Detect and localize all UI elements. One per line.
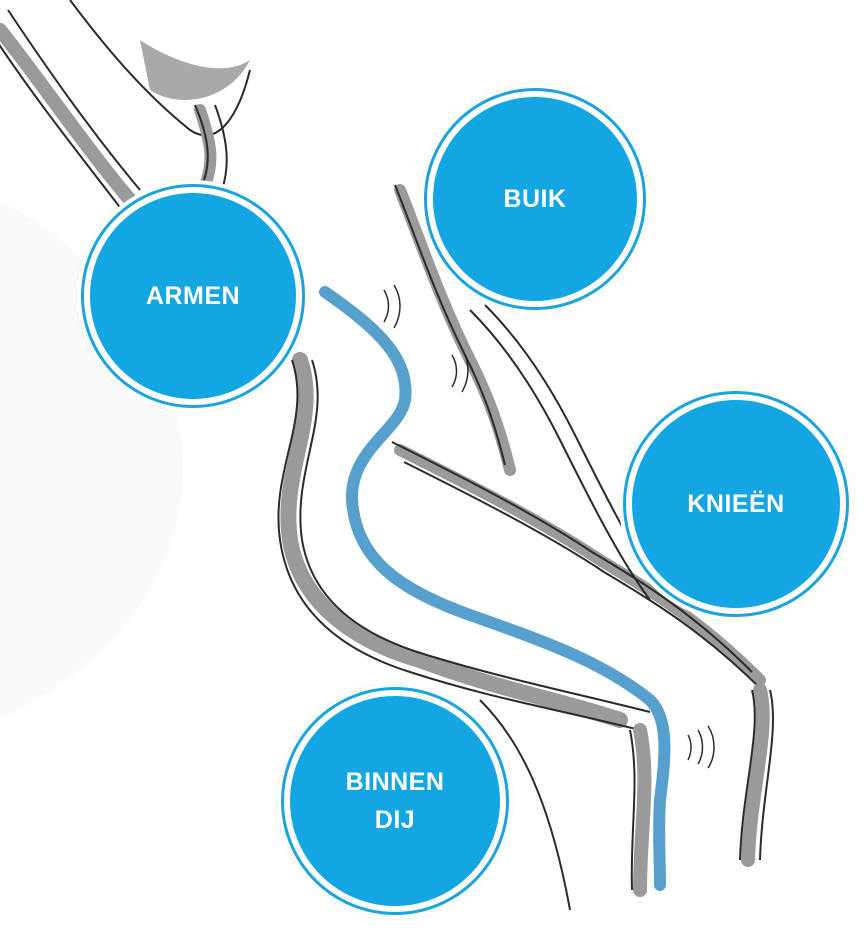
belly-shadow (394, 184, 516, 476)
arm-shadow-stroke (0, 23, 137, 207)
badge-core-circle: BUIK (433, 97, 637, 301)
zone-badge-buik: BUIK (420, 84, 650, 314)
zone-label-armen: ARMEN (145, 282, 241, 310)
neck-shadow (194, 104, 217, 191)
arm-outline-2 (0, 44, 123, 211)
badge-core-circle: ARMEN (90, 193, 296, 399)
badge-core-circle: BINNEN DIJ (290, 696, 500, 906)
shin-outline-left (629, 729, 636, 891)
zone-label-buik: BUIK (503, 185, 567, 213)
shin-outline-right-2 (759, 689, 775, 861)
motion-mark-4 (461, 349, 469, 393)
motion-mark-1 (383, 289, 390, 323)
arm-outline-1 (7, 9, 141, 191)
shin-shadow-right (741, 683, 770, 867)
face-shadow (140, 40, 250, 100)
thigh-shadow (394, 444, 766, 686)
motion-mark-3 (451, 354, 458, 388)
thigh-outline-2 (403, 461, 765, 693)
motion-mark-7 (707, 725, 715, 769)
badge-outline-ring (281, 687, 509, 915)
shin-outline-right-1 (739, 689, 756, 861)
shin-shadow-left (633, 723, 652, 897)
torso-shadow (280, 352, 628, 728)
badge-outline-ring (81, 184, 305, 408)
badge-outline-ring (623, 391, 849, 617)
torso-outline-2 (299, 359, 651, 713)
motion-mark-2 (393, 284, 401, 329)
zone-badge-armen: ARMEN (77, 180, 309, 412)
skin-highlight-stroke (319, 286, 671, 891)
thigh-outline-1 (391, 441, 753, 673)
badge-outline-ring (424, 88, 646, 310)
motion-mark-6 (697, 729, 704, 765)
zone-label-knieen: KNIEËN (687, 490, 785, 518)
zone-badge-knieen: KNIEËN (619, 387, 853, 621)
motion-mark-5 (687, 734, 692, 761)
face-outline (69, 0, 251, 137)
neck-line-2 (214, 104, 228, 191)
hip-outline-1 (469, 309, 651, 601)
badge-core-circle: KNIEËN (632, 400, 840, 608)
zone-label-binnen-dij: BINNEN DIJ (345, 768, 445, 834)
torso-outline-1 (277, 359, 641, 731)
zone-badge-binnen-dij: BINNEN DIJ (277, 683, 513, 919)
inner-leg-outline (479, 699, 571, 911)
belly-outline (394, 184, 506, 466)
